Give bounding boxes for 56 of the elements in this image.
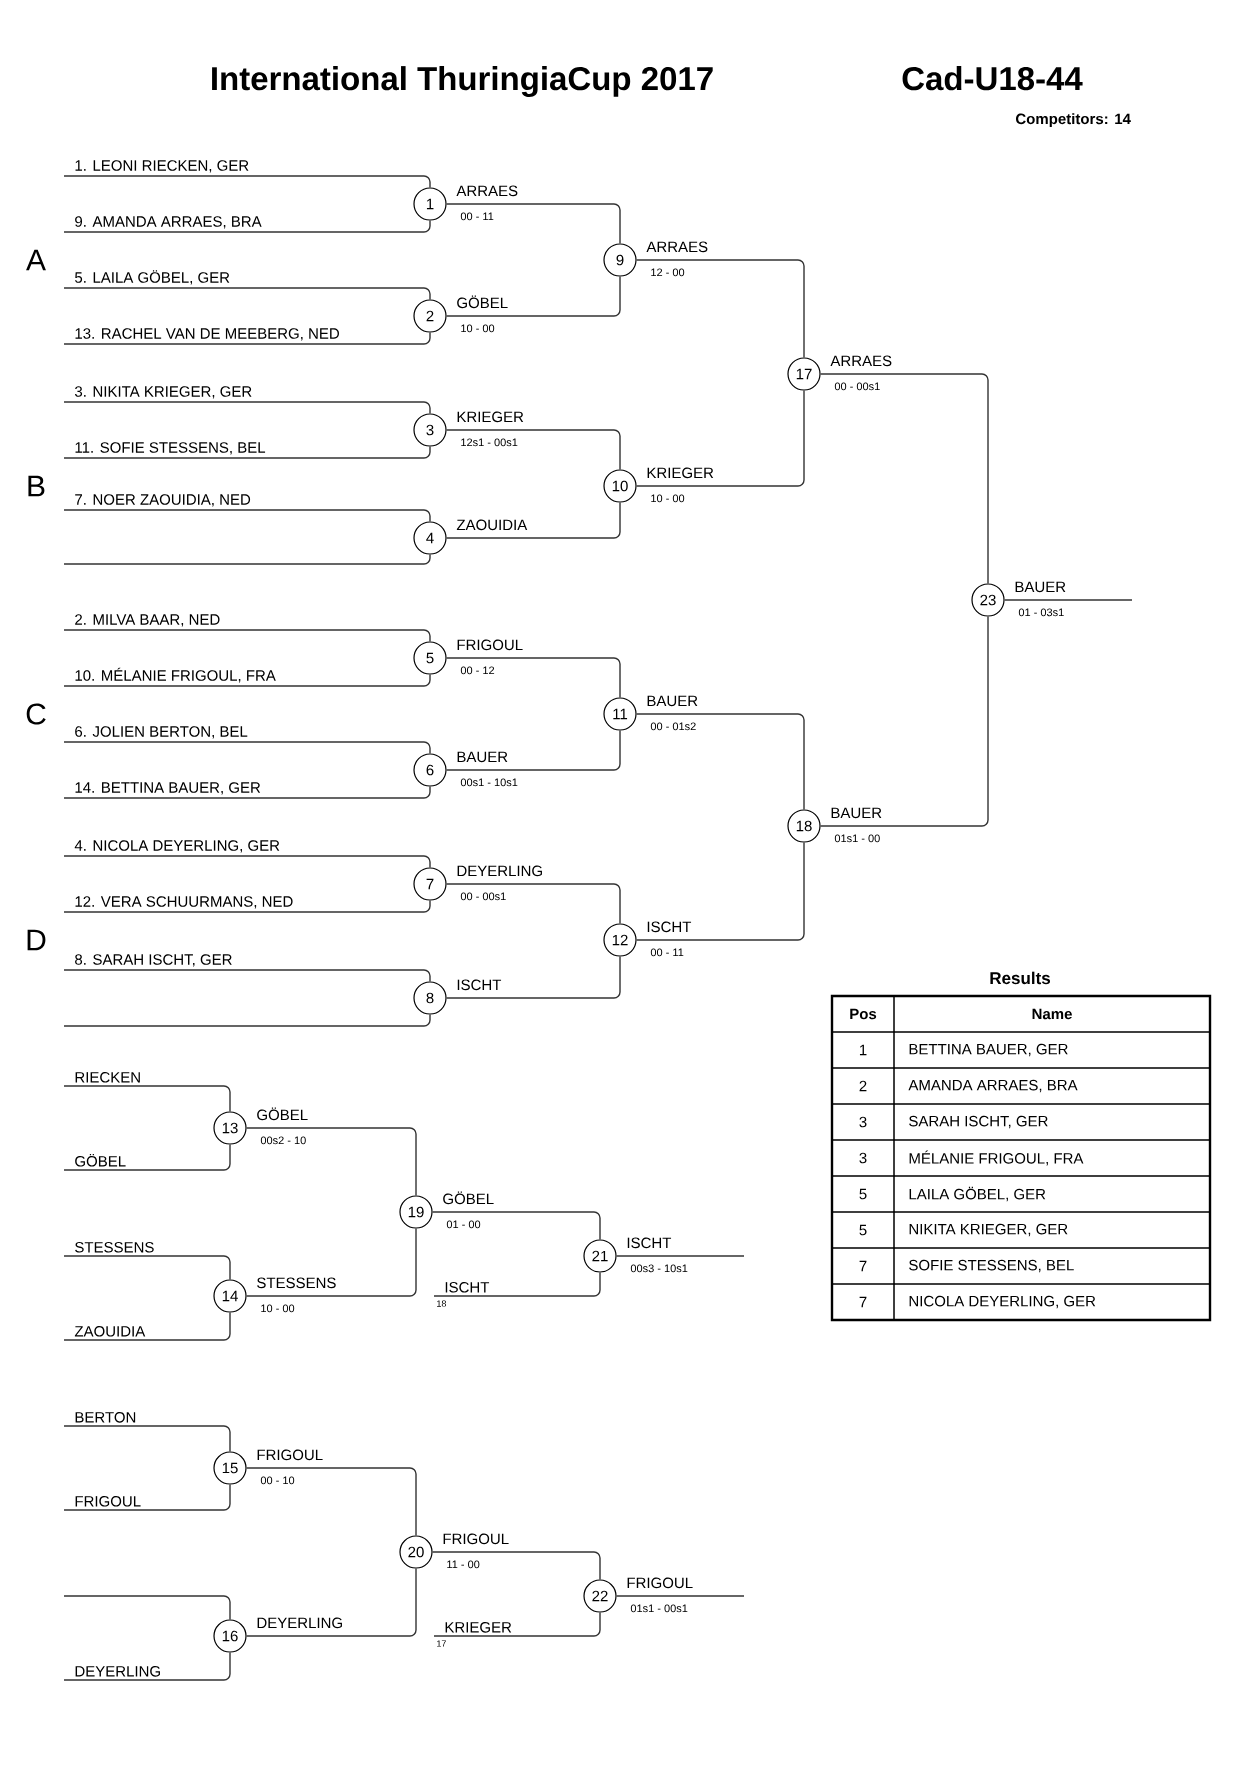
bracket-line <box>63 673 431 687</box>
pool-letter: D <box>27 929 46 951</box>
bracket-line <box>635 259 805 359</box>
bracket-line <box>63 509 431 523</box>
table-heading: Results <box>990 971 1050 985</box>
bracket-line <box>445 657 621 699</box>
bracket-line <box>63 401 431 415</box>
bracket-line <box>63 629 431 643</box>
category-label: Cad-U18-44 <box>902 66 1083 91</box>
pool-letter: C <box>26 703 46 725</box>
bracket-line <box>445 203 621 245</box>
bracket-line <box>635 389 805 487</box>
bracket-line <box>63 1013 431 1027</box>
bracket-line <box>63 785 431 799</box>
bracket-line <box>63 1143 231 1171</box>
pool-letter: A <box>26 249 46 271</box>
bracket-line <box>1003 599 1133 601</box>
bracket-line <box>445 955 621 999</box>
bracket-line <box>615 1595 745 1597</box>
bracket-line <box>63 1595 231 1621</box>
bracket-line <box>445 883 621 925</box>
bracket-line <box>63 1483 231 1511</box>
bracket-line <box>245 1227 417 1297</box>
bracket-line <box>63 1651 231 1681</box>
bracket-line <box>63 969 431 983</box>
bracket-line <box>819 615 989 827</box>
bracket-line <box>431 1211 601 1241</box>
bracket-line <box>63 1311 231 1341</box>
bracket-line <box>445 429 621 471</box>
bracket-line <box>635 841 805 941</box>
bracket-line <box>245 1127 417 1197</box>
bracket-line <box>63 1255 231 1281</box>
bracket-line <box>63 1085 231 1113</box>
title: International ThuringiaCup 2017 <box>212 66 713 97</box>
bracket-line <box>63 219 431 233</box>
bracket-line <box>63 175 431 189</box>
bracket-line <box>63 445 431 459</box>
bracket-line <box>433 1611 601 1637</box>
bracket-line <box>63 553 431 565</box>
bracket-line <box>635 713 805 811</box>
pool-letter: B <box>28 475 45 497</box>
bracket-line <box>63 855 431 869</box>
bracket-line <box>245 1467 417 1537</box>
bracket-line <box>63 287 431 301</box>
bracket-line <box>63 899 431 913</box>
bracket-line <box>445 275 621 317</box>
bracket-line <box>445 501 621 539</box>
bracket-line <box>615 1255 745 1257</box>
bracket-line <box>445 729 621 771</box>
bracket-line <box>819 373 989 585</box>
bracket-line <box>431 1551 601 1581</box>
bracket-line <box>63 331 431 345</box>
bracket-line <box>245 1567 417 1637</box>
bracket-line <box>63 1425 231 1453</box>
bracket-line <box>63 741 431 755</box>
bracket-line <box>433 1271 601 1297</box>
